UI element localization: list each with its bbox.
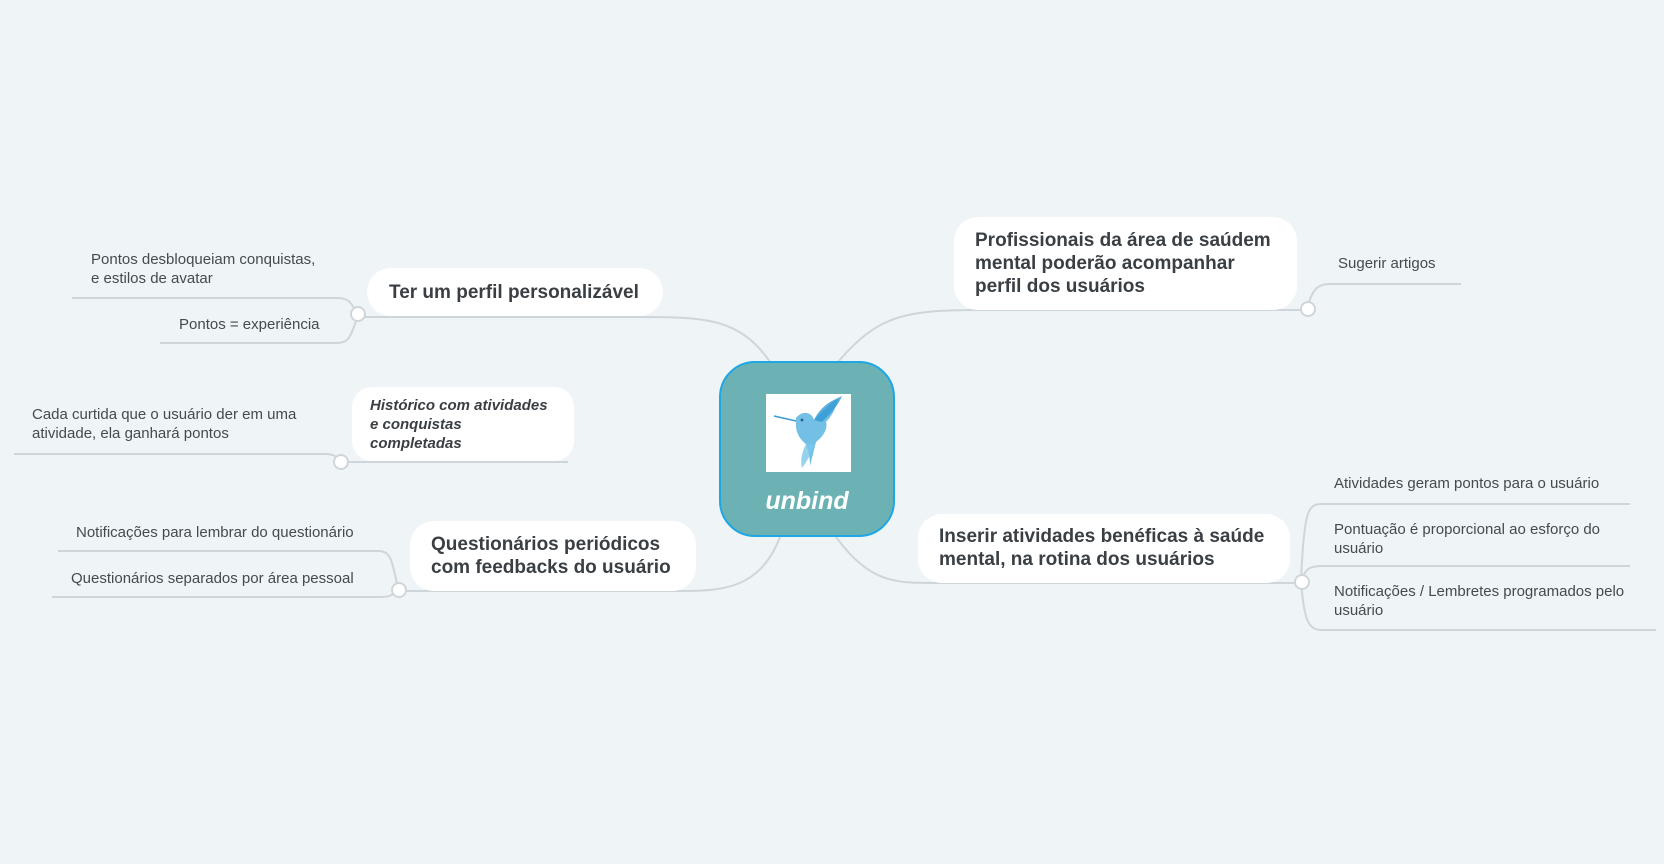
connector-branch-1	[360, 316, 771, 363]
branch-2-collapse-toggle[interactable]	[333, 454, 349, 470]
leaf-questionarios-area-pessoal[interactable]: Questionários separados por área pessoal	[71, 570, 354, 587]
leaf-pontos-experiencia[interactable]: Pontos = experiência	[179, 316, 320, 333]
connector-leaf-5-3	[1300, 580, 1656, 631]
connector-branch-4	[837, 309, 1307, 363]
leaf-notificacoes-lembretes[interactable]: Notificações / Lembretes programados pel…	[1334, 583, 1625, 619]
hummingbird-icon	[766, 394, 851, 472]
connector-leaf-1-1	[72, 297, 359, 316]
connector-leaf-5-2	[1300, 565, 1630, 582]
leaf-atividades-geram-pontos[interactable]: Atividades geram pontos para o usuário	[1334, 475, 1600, 492]
root-label: unbind	[765, 487, 849, 515]
connector-leaf-5-1	[1300, 503, 1630, 582]
branch-questionarios-periodicos[interactable]: Questionários periódicos com feedbacks d…	[410, 521, 696, 591]
leaf-pontuacao-proporcional[interactable]: Pontuação é proporcional ao esforço do u…	[1334, 521, 1601, 557]
branch-3-collapse-toggle[interactable]	[391, 582, 407, 598]
connector-leaf-3-1	[58, 550, 399, 590]
branch-5-collapse-toggle[interactable]	[1294, 574, 1310, 590]
leaf-cada-curtida[interactable]: Cada curtida que o usuário der em uma at…	[32, 406, 297, 442]
branch-inserir-atividades[interactable]: Inserir atividades benéficas à saúde men…	[918, 514, 1290, 583]
connector-leaf-2-1	[14, 453, 341, 463]
branch-perfil-personalizavel[interactable]: Ter um perfil personalizável	[367, 268, 663, 316]
connector-leaf-4-1	[1306, 283, 1461, 309]
branch-historico-atividades[interactable]: Histórico com atividades e conquistas co…	[352, 387, 574, 461]
root-node[interactable]: unbind	[719, 361, 895, 537]
leaf-sugerir-artigos[interactable]: Sugerir artigos	[1338, 255, 1436, 272]
connector-leaf-3-2	[52, 588, 399, 598]
connector-leaf-1-2	[160, 314, 359, 344]
branch-4-collapse-toggle[interactable]	[1300, 301, 1316, 317]
connector-branch-5	[835, 536, 1301, 584]
leaf-pontos-desbloqueiam[interactable]: Pontos desbloqueiam conquistas, e estilo…	[91, 251, 316, 287]
branch-1-collapse-toggle[interactable]	[350, 306, 366, 322]
branch-profissionais-saude[interactable]: Profissionais da área de saúdem mental p…	[954, 217, 1297, 310]
leaf-notificacoes-questionario[interactable]: Notificações para lembrar do questionári…	[76, 524, 354, 541]
connector-branch-3	[398, 536, 781, 592]
